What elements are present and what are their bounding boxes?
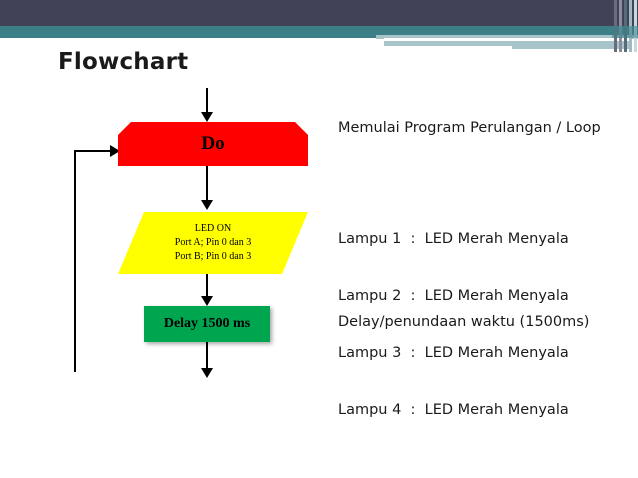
annotation-lamp-row-2: Lampu 2 : LED Merah Menyala	[338, 288, 569, 304]
connector-loopback-vertical	[74, 150, 76, 372]
connector-loopback-arrowhead	[110, 145, 120, 157]
flow-node-delay[interactable]: Delay 1500 ms	[144, 306, 270, 342]
annotation-loop: Memulai Program Perulangan / Loop	[338, 120, 601, 136]
page-title: Flowchart	[58, 49, 189, 75]
annotation-lamps: Lampu 1 : LED Merah Menyala Lampu 2 : LE…	[338, 192, 569, 439]
connector-do-led-line	[206, 166, 208, 202]
connector-entry-arrowhead	[201, 112, 213, 122]
flow-node-led-on-line-3: Port B; Pin 0 dan 3	[174, 251, 252, 262]
header-white-gap-1	[384, 38, 632, 41]
header-teal-band-lower	[0, 35, 376, 38]
header-white-gap-2	[384, 46, 512, 50]
connector-entry-line	[206, 88, 208, 114]
slide-header-decoration	[0, 0, 638, 52]
header-light-band-1	[376, 35, 638, 39]
header-edge-overlay	[612, 26, 638, 38]
annotation-delay: Delay/penundaan waktu (1500ms)	[338, 314, 590, 330]
annotation-lamp-row-1: Lampu 1 : LED Merah Menyala	[338, 231, 569, 247]
header-light-band-2	[384, 41, 632, 46]
connector-led-delay-line	[206, 274, 208, 298]
connector-do-led-arrowhead	[201, 200, 213, 210]
flow-node-do[interactable]: Do	[118, 122, 308, 166]
connector-exit-line	[206, 342, 208, 370]
connector-loopback-horizontal	[74, 150, 114, 152]
flow-node-led-on-line-2: Port A; Pin 0 dan 3	[174, 237, 252, 248]
flow-node-delay-label: Delay 1500 ms	[163, 316, 251, 331]
connector-exit-arrowhead	[201, 368, 213, 378]
annotation-lamp-row-3: Lampu 3 : LED Merah Menyala	[338, 345, 569, 361]
header-light-band-3	[512, 46, 632, 49]
annotation-lamp-row-4: Lampu 4 : LED Merah Menyala	[338, 402, 569, 418]
flow-node-led-on-line-1: LED ON	[194, 223, 232, 234]
flow-node-do-label: Do	[201, 133, 225, 154]
connector-led-delay-arrowhead	[201, 296, 213, 306]
header-teal-band	[0, 26, 638, 35]
flow-node-led-on[interactable]: LED ON Port A; Pin 0 dan 3 Port B; Pin 0…	[118, 212, 308, 274]
header-dark-band	[0, 0, 638, 26]
